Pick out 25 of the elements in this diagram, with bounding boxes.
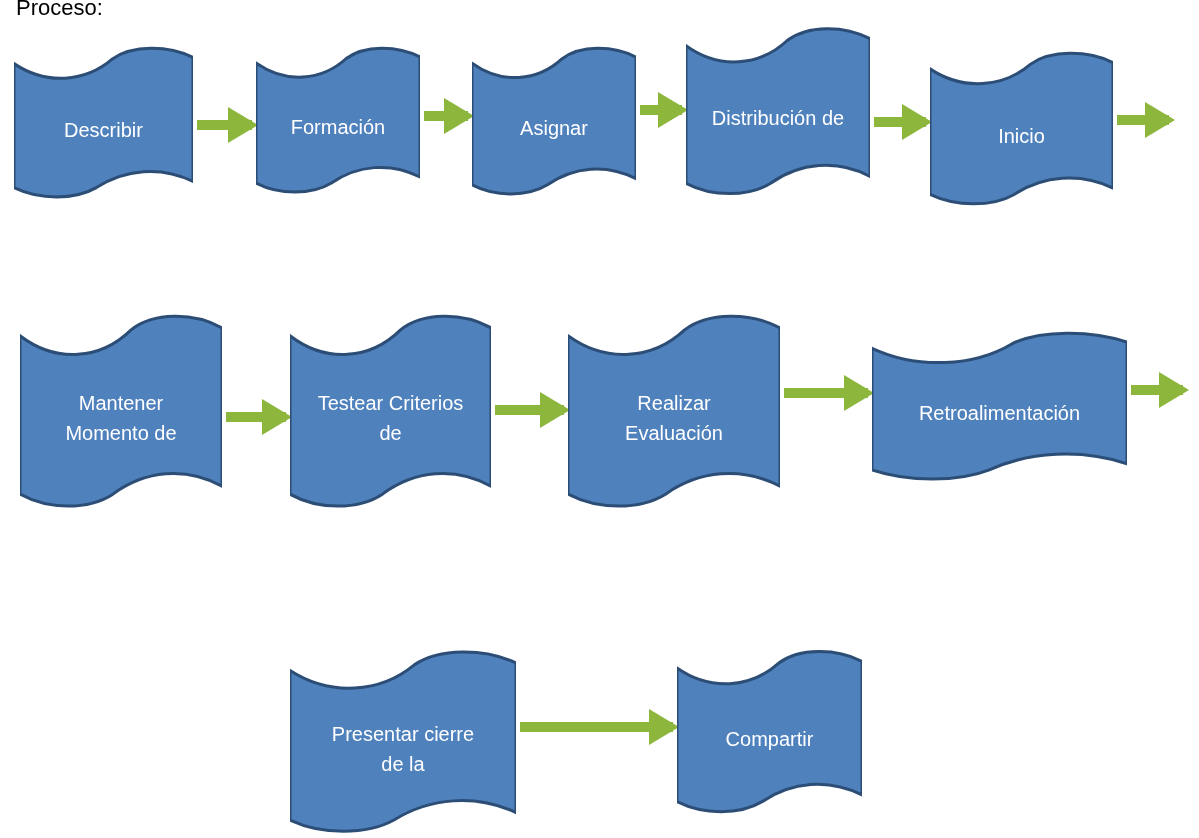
wave-banner (256, 45, 420, 195)
step-label: Inicio (998, 123, 1045, 149)
title: Proceso: (16, 0, 103, 22)
wave-banner (686, 25, 870, 197)
step-label: Asignar (520, 116, 588, 141)
step-label: Presentar cierre de la (330, 721, 476, 777)
wave-banner (20, 312, 222, 510)
wave-banner (14, 45, 193, 200)
step-label: Describir (64, 117, 143, 143)
wave-banner (677, 648, 862, 815)
step-label: Mantener Momento de (64, 391, 178, 446)
wave-banner (930, 50, 1113, 207)
arrow (1131, 372, 1189, 408)
step-label: Retroalimentación (918, 401, 1081, 426)
wave-banner (568, 312, 780, 510)
wave-banner (872, 330, 1127, 482)
arrow (1117, 102, 1175, 138)
step-label: Testear Criterios de (316, 391, 465, 446)
step-label: Formación (290, 115, 386, 140)
step-label: Distribución de (711, 106, 845, 131)
wave-banner (290, 312, 491, 510)
step-label: Realizar Evaluación (624, 391, 724, 446)
wave-banner (472, 45, 636, 197)
step-label: Compartir (725, 726, 814, 752)
wave-banner (290, 648, 516, 835)
